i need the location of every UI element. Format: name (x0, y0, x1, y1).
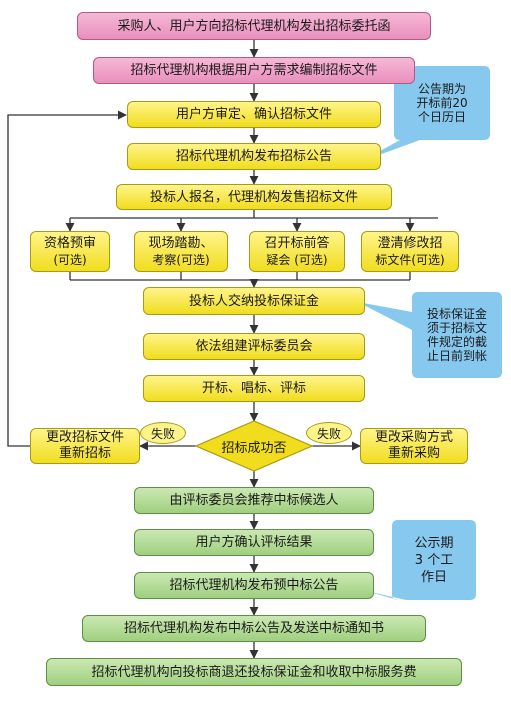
branch-line: 重新招标 (58, 446, 111, 461)
option-site-visit: 现场踏勘、 考察(可选) (134, 231, 228, 272)
step-commission-letter: 采购人、用户方向招标代理机构发出招标委托函 (77, 12, 431, 40)
option-note: (可选) (53, 252, 87, 267)
branch-line: 重新采购 (387, 446, 440, 461)
branch-retender: 更改招标文件 重新招标 (30, 428, 140, 464)
note-line: 个日历日 (417, 110, 466, 124)
note-line: 件规定的截 (426, 335, 487, 349)
branch-change-method: 更改采购方式 重新采购 (360, 428, 468, 464)
step-bid-bond: 投标人交纳投标保证金 (143, 287, 365, 315)
step-award-notice: 招标代理机构发布中标公告及发送中标通知书 (82, 615, 426, 642)
option-note: 考察(可选) (152, 252, 210, 267)
option-note: 疑会 (可选) (266, 252, 328, 267)
option-clarify-docs: 澄清修改招 标文件(可选) (361, 231, 459, 272)
note-line: 开标前20 (416, 96, 468, 110)
option-prequalification: 资格预审 (可选) (30, 231, 110, 272)
note-line: 作日 (420, 569, 447, 585)
branch-line: 更改招标文件 (45, 430, 124, 445)
step-form-committee: 依法组建评标委员会 (143, 333, 365, 360)
step-confirm-result: 用户方确认评标结果 (134, 529, 374, 556)
decision-tender-success: 招标成功否 (221, 440, 287, 456)
branch-line: 更改采购方式 (374, 430, 453, 445)
option-prebid-meeting: 召开标前答 疑会 (可选) (249, 231, 345, 272)
note-line: 止日前到帐 (426, 349, 487, 363)
option-label: 澄清修改招 (377, 235, 443, 251)
step-confirm-tender-docs: 用户方审定、确认招标文件 (127, 101, 381, 128)
option-label: 资格预审 (43, 235, 96, 251)
note-line: 公告期为 (417, 82, 466, 96)
step-compile-tender-docs: 招标代理机构根据用户方需求编制招标文件 (93, 57, 415, 84)
note-line: 须于招标文 (426, 321, 487, 335)
fail-tag-right: 失败 (306, 422, 352, 444)
option-note: 标文件(可选) (375, 252, 445, 267)
note-line: 公示期 (414, 535, 454, 551)
step-refund-and-fee: 招标代理机构向投标商退还投标保证金和收取中标服务费 (46, 658, 462, 686)
option-label: 召开标前答 (264, 235, 330, 251)
note-line: 3 个工 (414, 552, 454, 568)
note-bid-bond-deadline: 投标保证金 须于招标文 件规定的截 止日前到帐 (412, 292, 502, 378)
option-label: 现场踏勘、 (148, 235, 214, 251)
note-notice-period: 公告期为 开标前20 个日历日 (394, 66, 490, 140)
step-registration-sale: 投标人报名，代理机构发售招标文件 (116, 184, 392, 210)
step-publish-tender-notice: 招标代理机构发布招标公告 (127, 143, 381, 170)
step-pre-award-notice: 招标代理机构发布预中标公告 (134, 572, 374, 599)
note-line: 投标保证金 (426, 307, 487, 321)
note-publicity-period: 公示期 3 个工 作日 (392, 520, 476, 600)
step-recommend-candidate: 由评标委员会推荐中标候选人 (134, 487, 374, 514)
step-bid-opening: 开标、唱标、评标 (143, 375, 365, 402)
fail-tag-left: 失败 (140, 422, 186, 444)
